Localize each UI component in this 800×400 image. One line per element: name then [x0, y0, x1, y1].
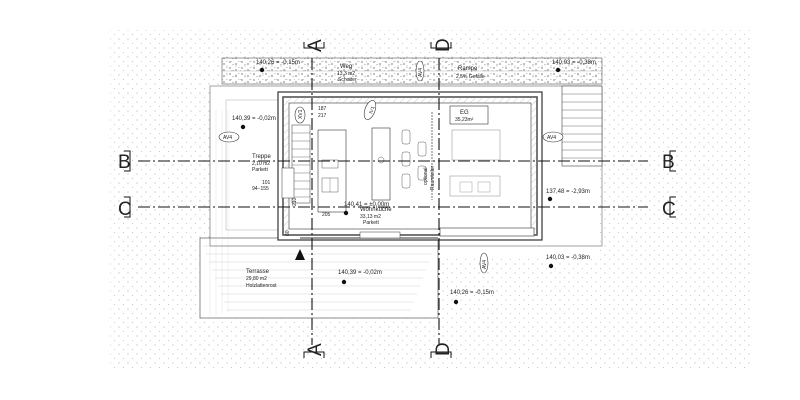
section-marker-d-top: D: [433, 38, 454, 52]
dim-205: 205: [322, 212, 331, 218]
level-top-right: 140,03 = -0,38m: [552, 60, 596, 66]
wohnkueche-finish: Parkett: [363, 220, 379, 226]
eg-box: [449, 105, 489, 125]
tag-xv1: XV1: [298, 109, 304, 119]
section-marker-c-right: C: [662, 199, 676, 220]
level-right-mid: 137,48 = -2,93m: [546, 189, 590, 195]
north-arrow-icon: [295, 249, 305, 260]
eg-area: 35,23m²: [455, 117, 474, 123]
wohnkueche-area: 33,13 m2: [360, 214, 381, 220]
level-floor: 140,41 = ±0,00m: [344, 202, 389, 208]
tag-av4-bottom: AV4: [482, 260, 488, 269]
level-right-low: 140,03 = -0,38m: [546, 255, 590, 261]
section-marker-b-right: B: [662, 152, 675, 173]
kitchen-counter: [317, 129, 347, 213]
raumteiler-label: Raumteiler: [430, 165, 436, 190]
dim-80: 80: [285, 230, 291, 236]
kitchen-island: [371, 127, 427, 201]
interior-stair: [281, 124, 311, 204]
exterior-stair: [561, 85, 603, 167]
living-furniture: [449, 129, 501, 197]
section-marker-c-left: C: [118, 199, 132, 220]
dim-187: 187: [318, 106, 327, 112]
treppe-finish: Parkett: [252, 167, 268, 173]
weg-finish: Schotter: [338, 77, 357, 83]
tag-iv1: IV1: [368, 105, 376, 114]
dim-217: 217: [318, 113, 327, 119]
dim-94: 94−155: [252, 186, 269, 192]
rampe-slope: 2,5% Gefälle: [456, 74, 485, 80]
section-marker-d-bottom: D: [433, 342, 454, 356]
level-terrace: 140,39 = -0,02m: [338, 270, 382, 276]
tag-av4-left: AV4: [223, 135, 232, 141]
section-marker-a-top: A: [305, 39, 326, 52]
level-top-left: 140,26 = -0,15m: [256, 60, 300, 66]
section-marker-a-bottom: A: [305, 343, 326, 356]
terrasse-area: 29,80 m2: [246, 276, 267, 282]
level-left: 140,39 = -0,02m: [232, 116, 276, 122]
weg-area: 13,3 m2: [337, 71, 355, 77]
rampe-name: Rampe: [458, 66, 478, 72]
treppe-name: Treppe: [252, 154, 271, 160]
tag-av4-top: AV4: [418, 68, 424, 77]
level-bottom-right: 140,26 = -0,15m: [450, 290, 494, 296]
dim-101: 101: [262, 180, 271, 186]
terrasse-finish: Holzlattenrost: [246, 283, 277, 289]
weg-name: Weg: [340, 64, 352, 70]
section-marker-b-left: B: [118, 152, 131, 173]
treppe-area: 2,10 m2: [252, 161, 270, 167]
terrace-deck: [199, 110, 439, 319]
wohnkueche-name: Wohnküche: [360, 207, 392, 213]
eg-label: EG: [460, 110, 469, 116]
terrasse-name: Terrasse: [246, 269, 270, 275]
tag-av4-right: AV4: [547, 135, 556, 141]
optional-label: optional: [423, 167, 429, 185]
dim-210: 210: [292, 197, 298, 206]
